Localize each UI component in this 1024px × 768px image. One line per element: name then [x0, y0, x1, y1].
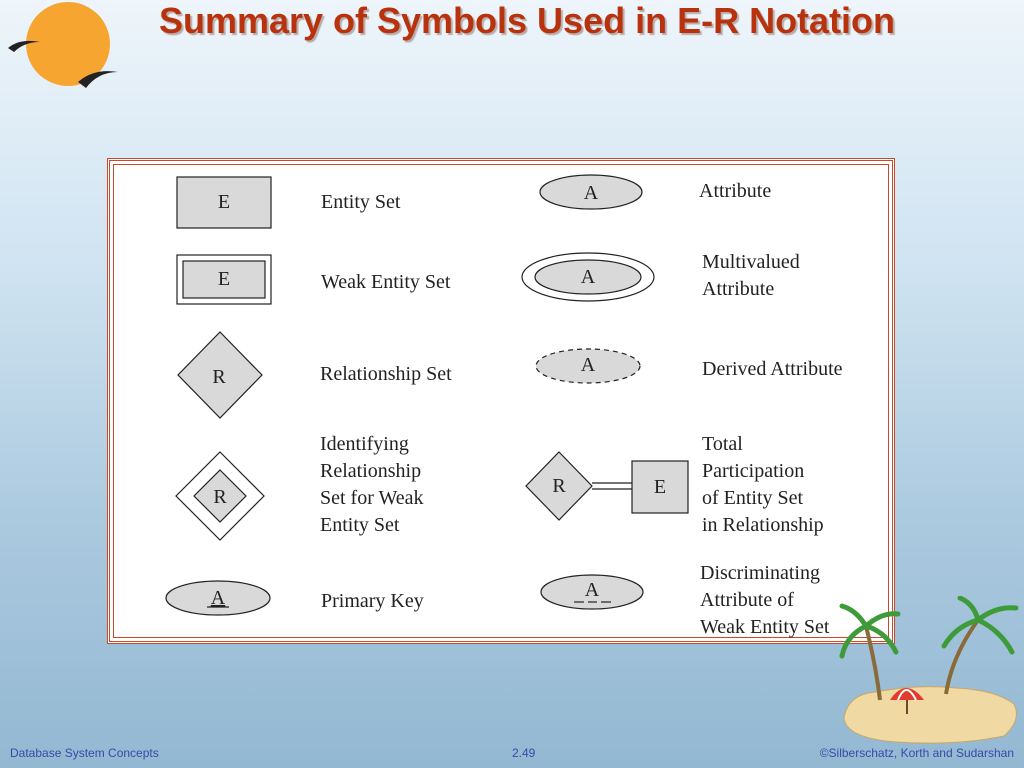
entity-set-symbol: E	[176, 176, 272, 229]
bird-icon	[78, 71, 118, 88]
slide-title: Summary of Symbols Used in E-R Notation	[158, 0, 896, 41]
sun-birds-logo	[8, 2, 118, 88]
primary-key-label: Primary Key	[321, 590, 424, 612]
relationship-set-label: Relationship Set	[320, 363, 452, 385]
multivalued-attribute-label: Multivalued Attribute	[702, 251, 800, 300]
footer-course-title: Database System Concepts	[10, 746, 159, 760]
discriminating-attribute-label: Discriminating Attribute of Weak Entity …	[700, 562, 830, 638]
symbols-table	[116, 167, 886, 635]
total-participation-label: Total Participation of Entity Set in Rel…	[702, 433, 824, 536]
derived-attribute-label: Derived Attribute	[702, 358, 843, 380]
multivalued-attribute-symbol: A	[521, 252, 655, 302]
discriminating-attribute-symbol-text: A	[585, 579, 600, 601]
entity-set-label: Entity Set	[321, 191, 401, 213]
multivalued-attribute-symbol-text: A	[581, 266, 596, 288]
attribute-label: Attribute	[699, 180, 772, 202]
weak-entity-set-symbol: E	[176, 254, 272, 305]
identifying-relationship-set-label: Identifying Relationship Set for Weak En…	[320, 433, 424, 536]
total-participation-entity-text: E	[654, 476, 666, 498]
discriminating-attribute-symbol: A	[540, 574, 644, 610]
sun-icon	[26, 2, 110, 86]
weak-entity-set-label: Weak Entity Set	[321, 271, 451, 293]
palm-island-icon	[839, 596, 1019, 744]
total-participation-relationship-text: R	[552, 475, 566, 497]
bird-icon	[8, 40, 40, 52]
primary-key-symbol: A	[165, 580, 271, 616]
footer-page-number: 2.49	[512, 746, 536, 760]
weak-entity-set-symbol-text: E	[218, 268, 230, 290]
footer-copyright: ©Silberschatz, Korth and Sudarshan	[819, 746, 1014, 760]
identifying-relationship-set-symbol-text: R	[213, 486, 227, 508]
entity-set-symbol-text: E	[218, 191, 230, 213]
symbols-table-frame	[107, 158, 895, 644]
derived-attribute-symbol-text: A	[581, 354, 596, 376]
relationship-set-symbol-text: R	[212, 366, 226, 388]
total-participation-symbol: R E	[525, 451, 689, 521]
attribute-symbol: A	[539, 174, 643, 210]
relationship-set-symbol: R	[177, 331, 263, 419]
attribute-symbol-text: A	[584, 182, 599, 204]
primary-key-symbol-text: A	[211, 587, 226, 609]
identifying-relationship-set-symbol: R	[175, 451, 265, 541]
derived-attribute-symbol: A	[535, 348, 641, 384]
